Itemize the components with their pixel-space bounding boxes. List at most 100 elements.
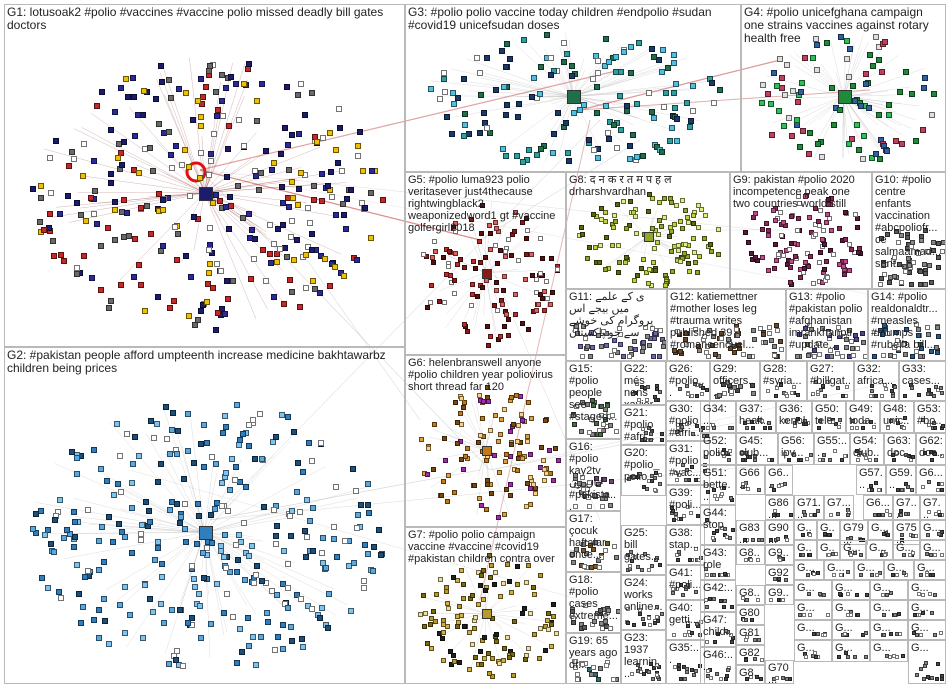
- vertex-node[interactable]: [929, 450, 933, 454]
- vertex-node[interactable]: [307, 518, 313, 524]
- vertex-node[interactable]: [462, 265, 467, 270]
- vertex-node[interactable]: [542, 308, 547, 313]
- vertex-node[interactable]: [138, 531, 144, 537]
- vertex-node[interactable]: [248, 276, 254, 282]
- vertex-node[interactable]: [459, 568, 464, 573]
- vertex-node[interactable]: [737, 346, 742, 351]
- vertex-node[interactable]: [290, 195, 296, 201]
- vertex-node[interactable]: [452, 278, 457, 283]
- vertex-node[interactable]: [175, 428, 181, 434]
- vertex-node[interactable]: [759, 100, 765, 106]
- vertex-node[interactable]: [839, 573, 843, 577]
- vertex-node[interactable]: [599, 217, 604, 222]
- vertex-node[interactable]: [271, 241, 277, 247]
- vertex-node[interactable]: [641, 617, 645, 621]
- vertex-node[interactable]: [785, 538, 789, 542]
- vertex-node[interactable]: [130, 461, 136, 467]
- vertex-node[interactable]: [180, 663, 186, 669]
- vertex-node[interactable]: [713, 352, 718, 357]
- vertex-node[interactable]: [249, 227, 255, 233]
- vertex-node[interactable]: [673, 81, 679, 87]
- vertex-node[interactable]: [655, 605, 659, 609]
- vertex-node[interactable]: [765, 91, 771, 97]
- vertex-node[interactable]: [809, 513, 813, 517]
- vertex-node[interactable]: [807, 130, 813, 136]
- vertex-node[interactable]: [182, 501, 188, 507]
- vertex-node[interactable]: [246, 643, 252, 649]
- vertex-node[interactable]: [777, 484, 781, 488]
- vertex-node[interactable]: [320, 135, 326, 141]
- vertex-node[interactable]: [932, 421, 936, 425]
- vertex-node[interactable]: [476, 602, 481, 607]
- group-panel-g11[interactable]: G11: ی کے علمے میں بیجے اس پروگرام کی خو…: [566, 289, 667, 361]
- vertex-node[interactable]: [432, 422, 437, 427]
- vertex-node[interactable]: [779, 383, 783, 387]
- vertex-node[interactable]: [918, 354, 923, 359]
- vertex-node[interactable]: [250, 634, 256, 640]
- vertex-node[interactable]: [735, 333, 740, 338]
- vertex-node[interactable]: [525, 439, 530, 444]
- vertex-node[interactable]: [52, 517, 58, 523]
- vertex-node[interactable]: [501, 658, 506, 663]
- vertex-node[interactable]: [472, 626, 477, 631]
- vertex-node[interactable]: [147, 519, 153, 525]
- vertex-node[interactable]: [506, 237, 511, 242]
- vertex-node[interactable]: [478, 92, 484, 98]
- hub-vertex-node[interactable]: [567, 90, 581, 104]
- vertex-node[interactable]: [529, 94, 535, 100]
- vertex-node[interactable]: [741, 485, 745, 489]
- vertex-node[interactable]: [640, 438, 644, 442]
- group-panel-g21[interactable]: G21: #polio #afri...: [621, 405, 666, 445]
- vertex-node[interactable]: [675, 587, 679, 591]
- vertex-node[interactable]: [208, 151, 214, 157]
- group-panel-g4[interactable]: G4: #polio unicefghana campaign one stra…: [741, 4, 946, 172]
- group-panel-g29[interactable]: G29: officers...: [710, 361, 760, 401]
- vertex-node[interactable]: [885, 331, 890, 336]
- vertex-node[interactable]: [850, 83, 856, 89]
- vertex-node[interactable]: [708, 242, 713, 247]
- vertex-node[interactable]: [485, 324, 490, 329]
- vertex-node[interactable]: [636, 663, 640, 667]
- vertex-node[interactable]: [474, 55, 480, 61]
- vertex-node[interactable]: [823, 633, 827, 637]
- vertex-node[interactable]: [886, 426, 890, 430]
- vertex-node[interactable]: [663, 90, 669, 96]
- group-panel-gd4[interactable]: G...: [908, 640, 946, 684]
- vertex-node[interactable]: [179, 162, 185, 168]
- vertex-node[interactable]: [69, 449, 75, 455]
- vertex-node[interactable]: [98, 287, 104, 293]
- vertex-node[interactable]: [140, 635, 146, 641]
- vertex-node[interactable]: [89, 275, 95, 281]
- vertex-node[interactable]: [846, 570, 850, 574]
- vertex-node[interactable]: [846, 74, 852, 80]
- vertex-node[interactable]: [498, 432, 503, 437]
- vertex-node[interactable]: [940, 391, 944, 395]
- vertex-node[interactable]: [883, 553, 887, 557]
- vertex-node[interactable]: [863, 71, 869, 77]
- vertex-node[interactable]: [633, 214, 638, 219]
- vertex-node[interactable]: [198, 308, 204, 314]
- group-panel-ga5[interactable]: G...: [794, 540, 817, 560]
- vertex-node[interactable]: [257, 411, 263, 417]
- vertex-node[interactable]: [687, 124, 693, 130]
- vertex-node[interactable]: [85, 568, 91, 574]
- vertex-node[interactable]: [741, 352, 746, 357]
- vertex-node[interactable]: [860, 156, 866, 162]
- vertex-node[interactable]: [274, 523, 280, 529]
- vertex-node[interactable]: [494, 632, 499, 637]
- vertex-node[interactable]: [74, 200, 80, 206]
- vertex-node[interactable]: [767, 421, 771, 425]
- vertex-node[interactable]: [96, 607, 102, 613]
- vertex-node[interactable]: [690, 83, 696, 89]
- vertex-node[interactable]: [628, 44, 634, 50]
- vertex-node[interactable]: [658, 473, 662, 477]
- vertex-node[interactable]: [236, 117, 242, 123]
- vertex-node[interactable]: [271, 160, 277, 166]
- vertex-node[interactable]: [624, 226, 629, 231]
- vertex-node[interactable]: [883, 383, 887, 387]
- vertex-node[interactable]: [856, 458, 860, 462]
- vertex-node[interactable]: [155, 545, 161, 551]
- vertex-node[interactable]: [509, 590, 514, 595]
- vertex-node[interactable]: [502, 324, 507, 329]
- vertex-node[interactable]: [821, 228, 826, 233]
